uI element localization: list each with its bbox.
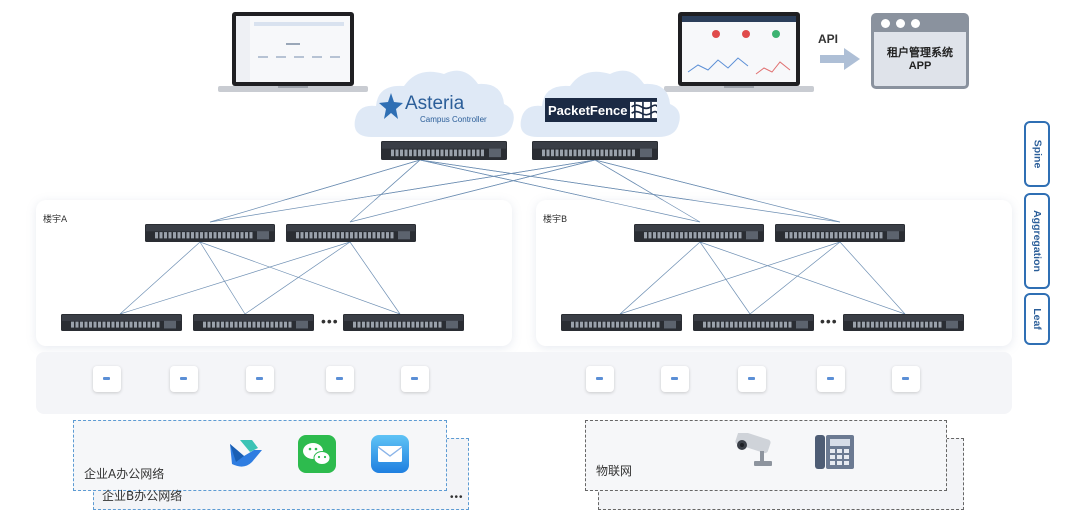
asteria-logo-icon bbox=[379, 93, 403, 119]
tenant-app-title: 租户管理系统 bbox=[887, 46, 953, 59]
access-point-strip bbox=[36, 352, 1012, 414]
aggregation-switch bbox=[145, 224, 275, 242]
leaf-ellipsis-b: ••• bbox=[820, 313, 838, 329]
spine-switch bbox=[532, 141, 658, 160]
laptop-icon bbox=[218, 12, 368, 92]
asteria-name: Asteria bbox=[405, 93, 465, 114]
fence-icon bbox=[629, 101, 657, 119]
leaf-switch bbox=[61, 314, 182, 331]
access-point-icon bbox=[170, 366, 198, 392]
aggregation-switch bbox=[286, 224, 416, 242]
access-point-icon bbox=[661, 366, 689, 392]
leaf-switch bbox=[193, 314, 314, 331]
ip-phone-icon bbox=[815, 435, 854, 469]
access-point-icon bbox=[401, 366, 429, 392]
leaf-switch bbox=[693, 314, 814, 331]
leaf-switch bbox=[561, 314, 682, 331]
asteria-subtitle: Campus Controller bbox=[420, 115, 487, 124]
packetfence-logo: PacketFence bbox=[545, 98, 657, 122]
building-a-label: 楼宇A bbox=[43, 215, 68, 225]
access-point-icon bbox=[93, 366, 121, 392]
iot-network-box bbox=[585, 420, 947, 491]
enterprise-b-network-label: 企业B办公网络 bbox=[102, 489, 183, 503]
camera-icon bbox=[735, 433, 772, 466]
leaf-switch bbox=[343, 314, 464, 331]
layer-tag-spine: Spine bbox=[1024, 121, 1050, 187]
cloud-icon bbox=[354, 70, 514, 137]
layer-tag-aggregation: Aggregation bbox=[1024, 193, 1050, 289]
access-point-icon bbox=[246, 366, 274, 392]
mail-icon bbox=[371, 435, 409, 473]
laptop-icon bbox=[664, 12, 814, 92]
building-b-label: 楼宇B bbox=[543, 215, 568, 225]
spine-switch bbox=[381, 141, 507, 160]
app-window-icon bbox=[874, 16, 966, 32]
tenant-app-window: 租户管理系统 APP bbox=[871, 13, 969, 89]
tenant-app-subtitle: APP bbox=[908, 60, 932, 72]
enterprise-a-network-label: 企业A办公网络 bbox=[84, 467, 165, 481]
lark-icon bbox=[230, 440, 262, 467]
access-point-icon bbox=[738, 366, 766, 392]
api-label: API bbox=[818, 32, 839, 46]
access-point-icon bbox=[817, 366, 845, 392]
leaf-switch bbox=[843, 314, 964, 331]
packetfence-name: PacketFence bbox=[548, 102, 628, 118]
aggregation-switch bbox=[634, 224, 764, 242]
arrow-right-icon bbox=[820, 48, 860, 70]
wechat-icon bbox=[298, 435, 336, 473]
leaf-ellipsis-a: ••• bbox=[321, 313, 339, 329]
access-point-icon bbox=[326, 366, 354, 392]
layer-tag-leaf: Leaf bbox=[1024, 293, 1050, 345]
access-point-icon bbox=[586, 366, 614, 392]
access-point-icon bbox=[892, 366, 920, 392]
iot-network-label: 物联网 bbox=[596, 464, 633, 478]
aggregation-switch bbox=[775, 224, 905, 242]
network-ellipsis: ••• bbox=[450, 492, 464, 503]
